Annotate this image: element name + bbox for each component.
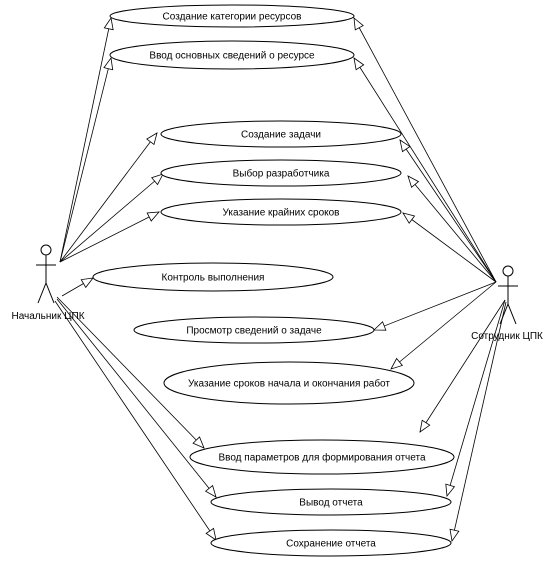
association-employee-uc4 xyxy=(407,175,497,283)
use-case-uc1[interactable]: Создание категории ресурсов xyxy=(109,4,355,28)
arrowhead-employee-uc10 xyxy=(445,483,456,498)
use-case-uc7[interactable]: Просмотр сведений о задаче xyxy=(133,316,375,344)
use-case-uc3[interactable]: Создание задачи xyxy=(160,120,402,148)
association-head-uc9 xyxy=(56,296,205,449)
association-head-uc5 xyxy=(59,211,160,263)
arrowhead-head-uc11 xyxy=(205,527,217,541)
use-case-uc10-shape xyxy=(210,488,452,516)
use-case-uc2-shape xyxy=(109,40,355,70)
use-case-uc10[interactable]: Вывод отчета xyxy=(210,488,452,516)
arrowhead-employee-uc5 xyxy=(402,212,416,224)
actor-employee-figure-head xyxy=(502,265,514,277)
arrowhead-head-uc3 xyxy=(146,132,158,146)
arrowhead-employee-uc1 xyxy=(353,17,364,31)
association-head-uc3 xyxy=(59,132,158,263)
use-case-uc11-label: Сохранение отчета xyxy=(286,539,376,550)
arrowhead-employee-uc11 xyxy=(449,528,460,543)
association-head-uc2 xyxy=(59,57,112,263)
arrowhead-employee-uc7 xyxy=(373,321,387,331)
association-employee-uc10 xyxy=(446,299,506,497)
association-employee-uc7 xyxy=(373,281,497,331)
use-case-uc4-shape xyxy=(160,159,402,187)
use-case-uc9-shape xyxy=(189,439,455,475)
association-employee-uc9 xyxy=(419,299,506,433)
use-case-uc4[interactable]: Выбор разработчика xyxy=(160,159,402,187)
arrowhead-head-uc10 xyxy=(204,484,217,498)
actor-head-of-center[interactable]: Начальник ЦПК xyxy=(11,244,85,322)
actor-head-label: Начальник ЦПК xyxy=(11,311,84,322)
arrowhead-head-uc5 xyxy=(146,211,160,222)
association-employee-uc3 xyxy=(399,139,497,283)
use-case-uc9-label: Ввод параметров для формирования отчета xyxy=(218,452,426,464)
use-case-uc9[interactable]: Ввод параметров для формирования отчета xyxy=(189,439,455,475)
use-case-uc1-label: Создание категории ресурсов xyxy=(163,12,302,23)
actor-employee-label: Сотрудник ЦПК xyxy=(471,331,543,342)
association-head-uc1 xyxy=(59,17,112,263)
actor-employee-figure-leg-left xyxy=(499,303,509,325)
use-case-uc3-shape xyxy=(160,120,402,148)
use-case-uc7-label: Просмотр сведений о задаче xyxy=(186,326,322,337)
use-case-uc6-shape xyxy=(92,262,334,292)
use-case-uc3-label: Создание задачи xyxy=(241,130,321,141)
use-case-uc10-label: Вывод отчета xyxy=(299,498,363,509)
association-head-uc4 xyxy=(59,173,164,263)
use-case-uc6[interactable]: Контроль выполнения xyxy=(92,262,334,292)
use-case-uc5-shape xyxy=(160,198,402,226)
arrowhead-head-uc6 xyxy=(80,277,94,289)
arrowhead-head-uc4 xyxy=(151,173,164,186)
actor-employee-figure-leg-right xyxy=(507,303,517,325)
association-employee-uc8 xyxy=(390,281,497,370)
use-case-uc5-label: Указание крайних сроков xyxy=(223,208,340,219)
arrowhead-employee-uc8 xyxy=(390,357,404,370)
arrowhead-employee-uc9 xyxy=(419,419,431,433)
arrowhead-head-uc1 xyxy=(103,16,114,31)
use-case-uc6-label: Контроль выполнения xyxy=(162,273,265,284)
use-case-uc8-shape xyxy=(163,361,415,405)
association-employee-uc1 xyxy=(353,17,497,283)
use-case-uc8[interactable]: Указание сроков начала и окончания работ xyxy=(163,361,415,405)
arrowhead-employee-uc4 xyxy=(407,175,420,189)
use-case-uc11[interactable]: Сохранение отчета xyxy=(210,529,452,557)
association-lines xyxy=(54,16,507,543)
arrowhead-employee-uc2 xyxy=(353,57,365,71)
use-case-uc4-label: Выбор разработчика xyxy=(233,168,330,180)
use-case-uc2-label: Ввод основных сведений о ресурсе xyxy=(149,51,315,62)
association-employee-uc2 xyxy=(353,57,497,283)
association-employee-uc11 xyxy=(451,301,507,542)
actor-head-figure-head xyxy=(40,244,52,256)
use-case-uc2[interactable]: Ввод основных сведений о ресурсе xyxy=(109,40,355,70)
association-head-uc11 xyxy=(54,300,217,541)
arrowhead-head-uc2 xyxy=(103,56,114,71)
use-case-uc11-shape xyxy=(210,529,452,557)
actor-head-figure-leg-right xyxy=(45,282,55,304)
arrowhead-employee-uc3 xyxy=(399,139,411,153)
use-case-uc7-shape xyxy=(133,316,375,344)
association-employee-uc5 xyxy=(402,212,497,283)
actor-employee[interactable]: Сотрудник ЦПК xyxy=(471,265,543,342)
use-case-uc1-shape xyxy=(109,4,355,28)
association-head-uc10 xyxy=(56,298,217,498)
use-case-uc5[interactable]: Указание крайних сроков xyxy=(160,198,402,226)
use-case-uc8-label: Указание сроков начала и окончания работ xyxy=(188,378,390,390)
arrowhead-head-uc9 xyxy=(192,436,205,449)
actor-head-figure-leg-left xyxy=(37,282,47,304)
